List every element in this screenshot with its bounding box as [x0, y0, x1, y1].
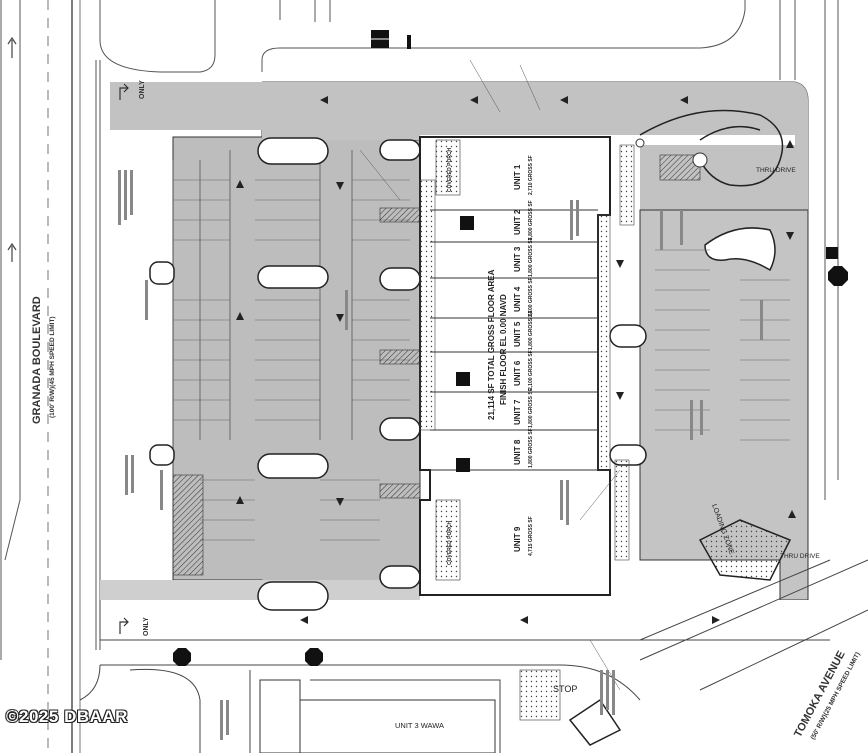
unit-3-area: 1,800 GROSS SF — [528, 237, 534, 277]
unit-4-area: 2,100 GROSS SF — [528, 277, 534, 317]
unit-8-name: UNIT 8 — [513, 439, 522, 465]
unit-labels: UNIT 1 2,710 GROSS SF UNIT 2 1,800 GROSS… — [447, 147, 534, 565]
covered-porch-label-north: COVERED PORCH — [447, 147, 453, 192]
loading-zone — [698, 519, 792, 581]
road-note-granada: (100' R/W)(45 MPH SPEED LIMIT) — [49, 316, 56, 418]
covered-porch-north — [435, 139, 461, 196]
unit-9-area: 4,715 GROSS SF — [528, 516, 534, 556]
south-drive-pavement — [100, 585, 830, 640]
road-label-granada: GRANADA BOULEVARD — [31, 296, 43, 424]
unit-2-area: 1,800 GROSS SF — [528, 200, 534, 240]
unit-1-name: UNIT 1 — [513, 164, 522, 190]
unit-7-name: UNIT 7 — [513, 399, 522, 425]
only-marking-south: ONLY — [143, 617, 150, 636]
south-unit-label: UNIT 3 WAWA — [395, 721, 444, 730]
stall-lines — [173, 179, 410, 541]
wawa-drive-island — [568, 698, 622, 746]
unit-6-name: UNIT 6 — [513, 360, 522, 386]
unit-4-name: UNIT 4 — [513, 286, 522, 312]
thru-drive-label-south: THRU DRIVE — [780, 553, 820, 560]
thru-drive-label-north: THRU DRIVE — [756, 167, 796, 174]
only-marking-north: ONLY — [139, 80, 146, 99]
finish-floor-elevation: FINISH FLOOR EL 0.00 NAVD — [499, 294, 508, 405]
copyright-watermark: ©2025 DBAAR — [6, 707, 128, 726]
granada-arrow-icon — [7, 36, 17, 262]
east-stop-sign-icon — [828, 266, 848, 286]
north-stop-sign-icon — [371, 30, 389, 48]
unit-6-area: 2,100 GROSS SF — [528, 350, 534, 390]
south-drive-curbs — [79, 559, 868, 753]
east-sign-icon — [826, 247, 838, 259]
unit-5-name: UNIT 5 — [513, 321, 522, 347]
covered-porch-south — [435, 499, 461, 581]
unit-1-area: 2,710 GROSS SF — [528, 155, 534, 195]
traffic-arrow-icons — [236, 96, 796, 624]
drive-thru-circles — [635, 138, 708, 168]
total-floor-area: 21,114 SF TOTAL GROSS FLOOR AREA — [487, 269, 496, 420]
building-signage-icons — [456, 216, 474, 472]
landscape-islands — [149, 137, 647, 611]
unit-5-area: 1,800 GROSS SF — [528, 310, 534, 350]
covered-porch-label-south: COVERED PORCH — [447, 520, 453, 565]
sidewalk-strip-west — [419, 144, 635, 561]
unit-7-area: 1,800 GROSS SF — [528, 388, 534, 428]
east-stall-lines — [655, 249, 790, 441]
unit-8-area: 1,800 GROSS SF — [528, 428, 534, 468]
unit-3-name: UNIT 3 — [513, 246, 522, 272]
granada-boulevard-road — [0, 0, 101, 753]
annotation-marks — [118, 170, 763, 740]
north-sign-icon — [407, 35, 411, 49]
south-stop-sign-icons — [173, 648, 323, 666]
wawa-pavement — [519, 669, 561, 721]
turn-arrow-icons — [119, 83, 129, 634]
unit-2-name: UNIT 2 — [513, 209, 522, 235]
unit-9-name: UNIT 9 — [513, 526, 522, 552]
stop-label: STOP — [553, 684, 577, 694]
south-buildings — [259, 679, 496, 753]
drive-thru-lane — [639, 109, 784, 272]
